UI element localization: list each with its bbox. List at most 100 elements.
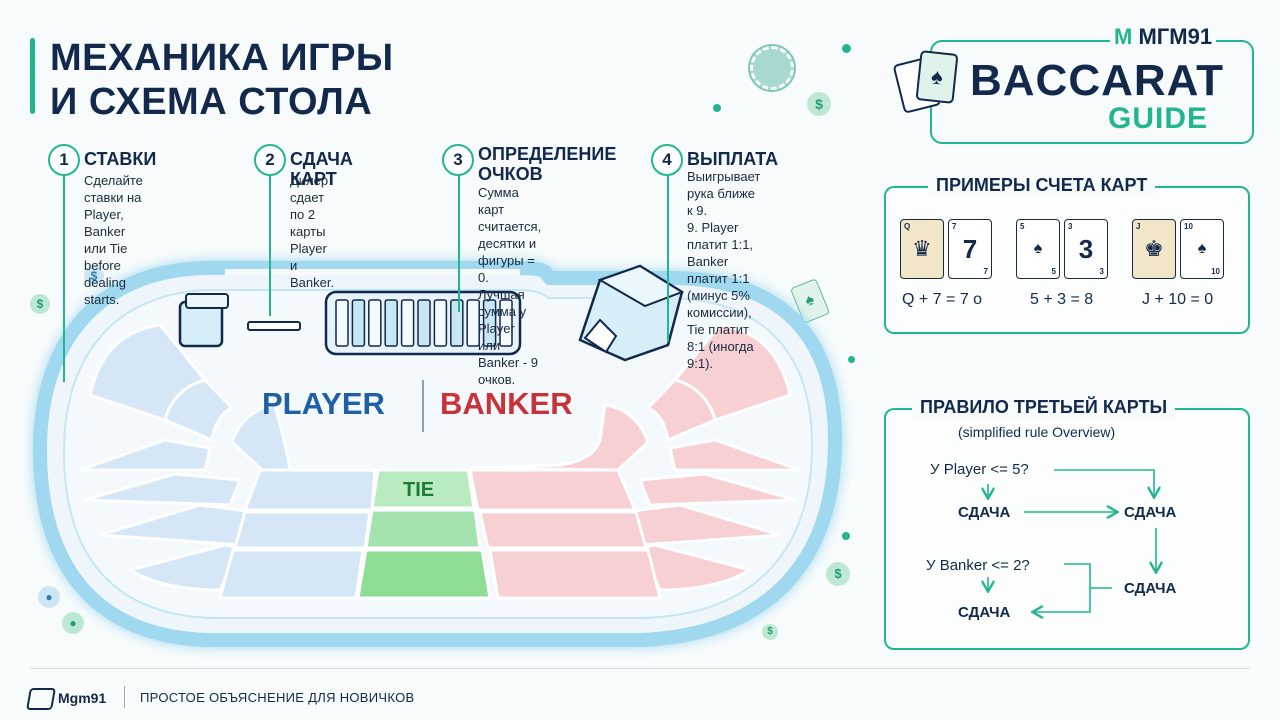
example-equation: Q + 7 = 7 o [902,291,983,308]
step-text: Дилер сдает по 2 карты Player и Banker. [290,172,334,291]
tie-box[interactable] [370,468,476,510]
step-text: Сделайте ставки на Player, Banker или Ti… [84,172,143,308]
flow-deal: СДАЧА [958,504,1011,521]
third-card-title: ПРАВИЛО ТРЕТЬЕЙ КАРТЫ [912,397,1176,418]
flow-player-question: У Player <= 5? [930,461,1029,478]
player-box[interactable] [242,468,377,512]
arrow-icon [1034,563,1091,612]
chip-icon: ● [38,586,60,608]
chip-rack-slot [384,299,398,347]
step-3-leader [458,176,460,312]
title-line-2: И СХЕМА СТОЛА [50,81,373,123]
chip-rack-slot [499,299,513,347]
step-text-line: Сумма карт считается, [478,185,542,234]
step-text-line: Лучшая сумма у Player [478,287,527,336]
banker-arc-seg[interactable] [469,403,650,472]
tie-bet-area[interactable] [356,468,492,600]
player-box[interactable] [233,510,372,550]
flow-banker-question: У Banker <= 2? [926,557,1030,574]
examples-title: ПРИМЕРЫ СЧЕТА КАРТ [928,175,1156,196]
step-text-line: before dealing starts. [84,258,126,307]
step-text-line: карты Player и Banker. [290,224,335,290]
banker-box[interactable] [468,468,638,512]
step-text: Сумма карт считается, десятки и фигуры =… [478,184,541,388]
footer-divider [30,668,1250,669]
chip-rack-slot [368,299,382,347]
banker-bet-area[interactable] [468,323,801,600]
player-arc-seg[interactable] [83,472,243,507]
card-jack: J♚ [1132,219,1176,279]
banker-label: BANKER [440,386,573,421]
banker-arc-seg[interactable] [668,438,801,472]
tie-label: TIE [403,479,435,501]
banker-box[interactable] [478,510,648,550]
banker-arc-seg[interactable] [645,378,717,443]
step-4-leader [667,176,669,342]
step-1-leader [63,176,65,382]
baccarat-table [32,261,843,647]
step-title: СТАВКИ [84,149,157,169]
card-queen: Q♛ [900,219,944,279]
flow-deal: СДАЧА [1124,504,1177,521]
brand-logo: M МГМ91 [1110,24,1217,50]
player-box[interactable] [218,548,365,600]
step-text-line: десятки и фигуры = 0. [478,236,537,285]
dollar-coin-icon: $ [762,624,778,640]
step-text-line: Tie платит 8:1 (иногда 9:1). [687,322,754,371]
flow-deal: СДАЧА [958,604,1011,621]
step-text-line: Сделайте ставки на [84,173,143,205]
step-text-line: или Banker - 9 очков. [478,338,538,387]
footer-tagline: ПРОСТОЕ ОБЪЯСНЕНИЕ ДЛЯ НОВИЧКОВ [140,690,415,705]
chip-rack-slot [335,299,349,347]
decor-dot [713,104,721,112]
chip-rack-slot [400,299,415,347]
discard-tray-lid [185,293,229,309]
dollar-coin-icon: $ [84,266,104,286]
decor-dot [848,356,855,363]
step-text-line: Дилер сдает по 2 [290,173,329,222]
step-number: 2 [254,144,286,176]
title-accent-bar [30,38,35,114]
step-number: 1 [48,144,80,176]
chip-rack-slot [417,299,431,347]
chip-icon: ● [62,612,84,634]
dollar-coin-icon: $ [826,562,850,586]
decor-dot [842,532,850,540]
chip-rack-slots [335,299,513,347]
decor-dot [842,44,851,53]
footer-separator [124,686,125,708]
player-bet-area[interactable] [79,323,377,600]
step-title: ВЫПЛАТА [687,149,779,169]
banker-arc-seg[interactable] [637,472,797,507]
flow-deal: СДАЧА [1124,580,1177,597]
step-text-line: Banker платит 1:1 [687,254,750,286]
step-2-leader [269,176,271,316]
tie-box[interactable] [364,508,482,550]
player-arc-seg[interactable] [230,403,292,472]
step-title-line: ОПРЕДЕЛЕНИЕ [478,144,617,164]
banker-box[interactable] [488,548,662,600]
step-text-line: Player, Banker или Tie [84,207,128,256]
step-title: ОПРЕДЕЛЕНИЕ ОЧКОВ [478,144,616,184]
step-title-line: ОЧКОВ [478,164,543,184]
player-arc-seg[interactable] [79,438,212,472]
page-title: МЕХАНИКА ИГРЫ И СХЕМА СТОЛА [50,36,394,124]
third-card-panel [884,408,1250,650]
footer-brand: Mgm91 [58,690,107,706]
tie-box[interactable] [356,548,492,600]
step-text-line: 9. Player платит 1:1, [687,220,754,252]
chip-icon [750,46,794,90]
step-text-line: Выигрывает рука ближе к 9. [687,169,761,218]
player-arc-seg[interactable] [163,378,235,443]
dollar-coin-icon: $ [30,294,50,314]
chip-rack-slot [466,299,480,347]
card-shoe-icon [578,264,685,362]
example-equation: J + 10 = 0 [1142,291,1214,308]
third-card-subtitle: (simplified rule Overview) [958,424,1116,440]
step-text: Выигрывает рука ближе к 9. 9. Player пла… [687,168,760,372]
step-number: 3 [442,144,474,176]
brand-logo-mark: M [1114,24,1133,49]
player-label: PLAYER [262,386,385,421]
